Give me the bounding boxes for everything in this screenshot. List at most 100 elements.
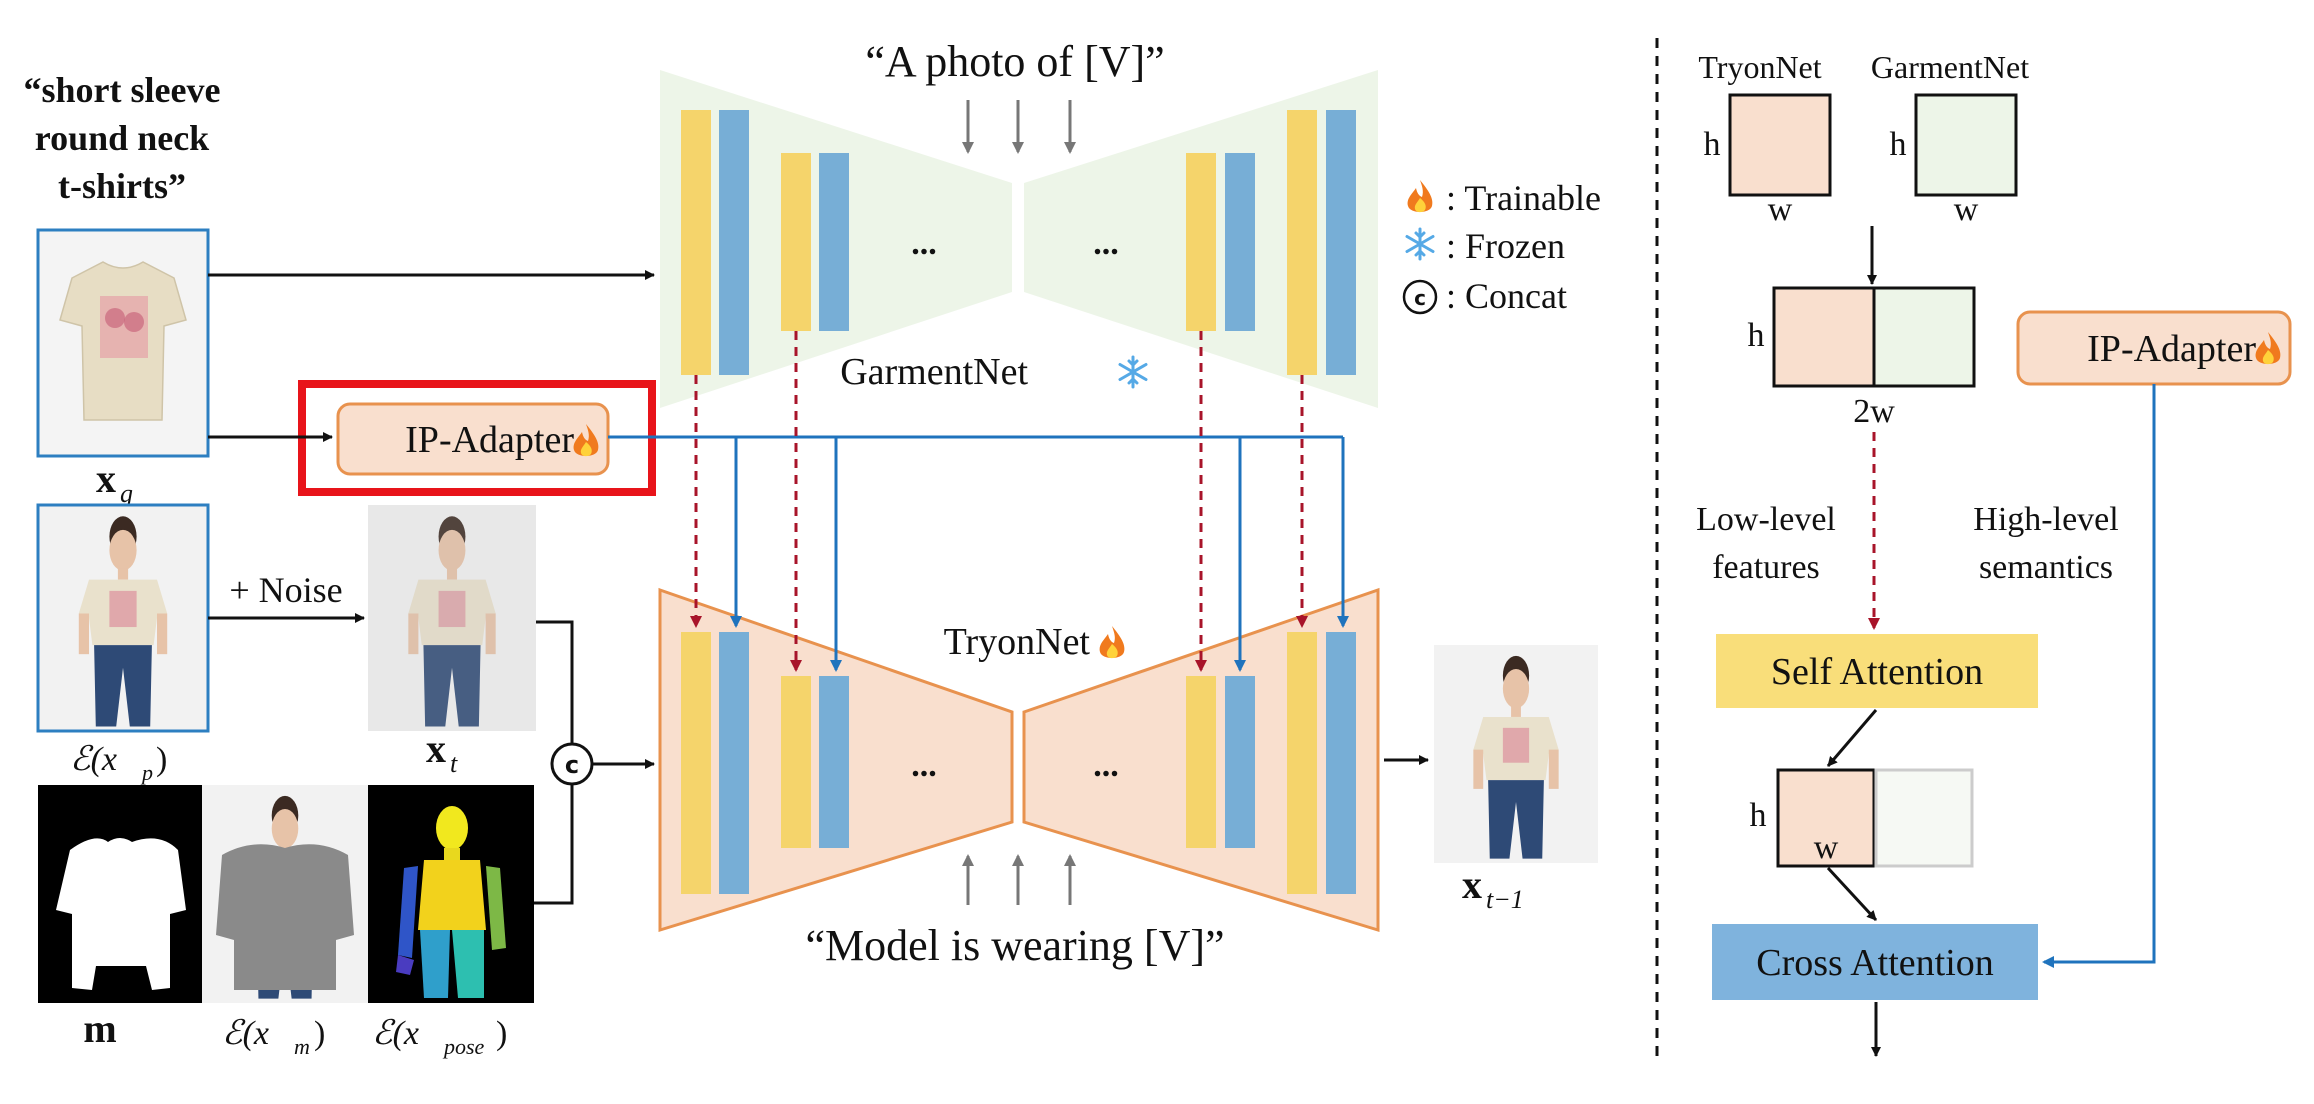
rp-low-level-2: features: [1712, 549, 1820, 586]
svg-text:m: m: [294, 1034, 310, 1059]
tryonnet-title: TryonNet: [944, 621, 1091, 663]
tryonnet: ... ... TryonNet: [658, 587, 1380, 933]
tryon-enc-block-2b: [819, 676, 849, 848]
svg-text:ℰ(x: ℰ(x: [222, 1015, 269, 1052]
rp-cross-attention-label: Cross Attention: [1756, 942, 1994, 984]
rp-w-2: w: [1954, 191, 1979, 228]
garment-feature-feeds: [690, 331, 1308, 672]
tryon-enc-block-2a: [781, 676, 811, 848]
svg-text:x: x: [426, 726, 446, 771]
noisy-image: [368, 505, 536, 731]
line-pose-to-concat: [534, 785, 574, 905]
rp-cross-attention: [1712, 924, 2038, 1000]
caption-line-1: “short sleeve: [24, 70, 221, 110]
rp-ip-adapter: IP-Adapter: [2016, 310, 2292, 386]
svg-text:): ): [314, 1015, 325, 1052]
top-prompt-arrows: [962, 100, 1076, 154]
rp-h-3: h: [1748, 317, 1765, 354]
tryon-dec-block-1b: [1326, 632, 1356, 894]
rp-low-level-1: Low-level: [1696, 501, 1836, 538]
svg-text:): ): [156, 741, 167, 778]
snowflake-icon: [1118, 355, 1148, 389]
label-xt: x t: [426, 726, 458, 778]
right-panel: TryonNet GarmentNet h h w w h 2w Low-lev…: [1696, 49, 2292, 1057]
legend-concat-symbol: c: [1414, 286, 1426, 310]
rp-garment-feature: [1914, 93, 2018, 197]
svg-text:pose: pose: [442, 1034, 485, 1059]
concat-icon: [1402, 279, 1438, 315]
svg-text:t: t: [450, 749, 458, 778]
svg-text:x: x: [96, 456, 116, 501]
rp-w-3: w: [1814, 829, 1839, 866]
rp-concat-right: [1872, 286, 1976, 388]
caption-line-3: t-shirts”: [58, 166, 186, 206]
fire-icon: [1099, 626, 1125, 659]
garment-enc-block-1b: [719, 110, 749, 375]
rp-h-4: h: [1750, 797, 1767, 834]
rp-h-2: h: [1890, 126, 1907, 163]
rp-concat-left: [1772, 286, 1876, 388]
svg-text:): ): [496, 1015, 507, 1052]
label-epose: ℰ(x pose ): [372, 1015, 507, 1059]
rp-garment-label: GarmentNet: [1871, 49, 2029, 85]
svg-text:t−1: t−1: [1486, 885, 1524, 914]
ip-adapter-node: IP-Adapter: [336, 402, 610, 476]
svg-text:ℰ(x: ℰ(x: [70, 741, 117, 778]
rp-h-1: h: [1704, 126, 1721, 163]
tryon-enc-block-1b: [719, 632, 749, 894]
garment-image: [36, 228, 210, 458]
label-xt-minus-1: x t−1: [1462, 862, 1524, 914]
tryon-dec-block-2a: [1186, 676, 1216, 848]
rp-output-feature: [1776, 768, 1876, 868]
garment-enc-block-1a: [681, 110, 711, 375]
output-image: [1434, 645, 1598, 863]
svg-text:g: g: [120, 479, 133, 508]
tryon-dec-block-2b: [1225, 676, 1255, 848]
rp-high-level-1: High-level: [1973, 501, 2118, 538]
label-em: ℰ(x m ): [222, 1015, 325, 1059]
ip-adapter-label: IP-Adapter: [405, 419, 574, 461]
legend-frozen: : Frozen: [1446, 226, 1565, 266]
rp-self-attention-label: Self Attention: [1771, 651, 1983, 693]
garmentnet-title: GarmentNet: [840, 351, 1028, 393]
concat-node: c: [550, 742, 594, 786]
concat-symbol: c: [565, 751, 579, 779]
garment-dec-block-2b: [1225, 153, 1255, 331]
rp-tryon-feature: [1728, 93, 1832, 197]
svg-text:x: x: [1462, 862, 1482, 907]
garment-dec-block-2a: [1186, 153, 1216, 331]
tryon-dots-right: ...: [1093, 747, 1119, 784]
top-prompt: “A photo of [V]”: [865, 37, 1164, 86]
legend-trainable: : Trainable: [1446, 178, 1601, 218]
svg-text:ℰ(x: ℰ(x: [372, 1015, 419, 1052]
garment-dots-right: ...: [1093, 225, 1119, 262]
tryon-dec-block-1a: [1287, 632, 1317, 894]
label-xg: x g: [96, 456, 133, 508]
rp-ip-adapter-label: IP-Adapter: [2087, 328, 2256, 370]
line-xt-to-concat: [536, 620, 574, 745]
svg-text:p: p: [140, 760, 153, 785]
label-m: m: [83, 1006, 116, 1051]
garmentnet: ... ... GarmentNet: [660, 70, 1378, 408]
garment-enc-block-2a: [781, 153, 811, 331]
rp-w-1: w: [1768, 191, 1793, 228]
legend: : Trainable : Frozen c : Concat: [1402, 178, 1601, 316]
caption-line-2: round neck: [35, 118, 209, 158]
garment-dots-left: ...: [911, 225, 937, 262]
bottom-prompt-arrows: [962, 854, 1076, 905]
tryon-enc-block-1a: [681, 632, 711, 894]
snowflake-icon: [1405, 227, 1435, 261]
noise-label: + Noise: [229, 570, 342, 610]
rp-high-level-2: semantics: [1979, 549, 2113, 586]
bottom-prompt: “Model is wearing [V]”: [805, 921, 1224, 970]
garment-text-prompt: “short sleeve round neck t-shirts”: [24, 70, 221, 206]
garment-dec-block-1b: [1326, 110, 1356, 375]
rp-tryon-label: TryonNet: [1698, 49, 1821, 85]
tryon-dots-left: ...: [911, 747, 937, 784]
pose-image: [368, 785, 534, 1003]
label-ep: ℰ(x p ): [70, 741, 167, 785]
legend-concat: : Concat: [1446, 276, 1567, 316]
garment-enc-block-2b: [819, 153, 849, 331]
